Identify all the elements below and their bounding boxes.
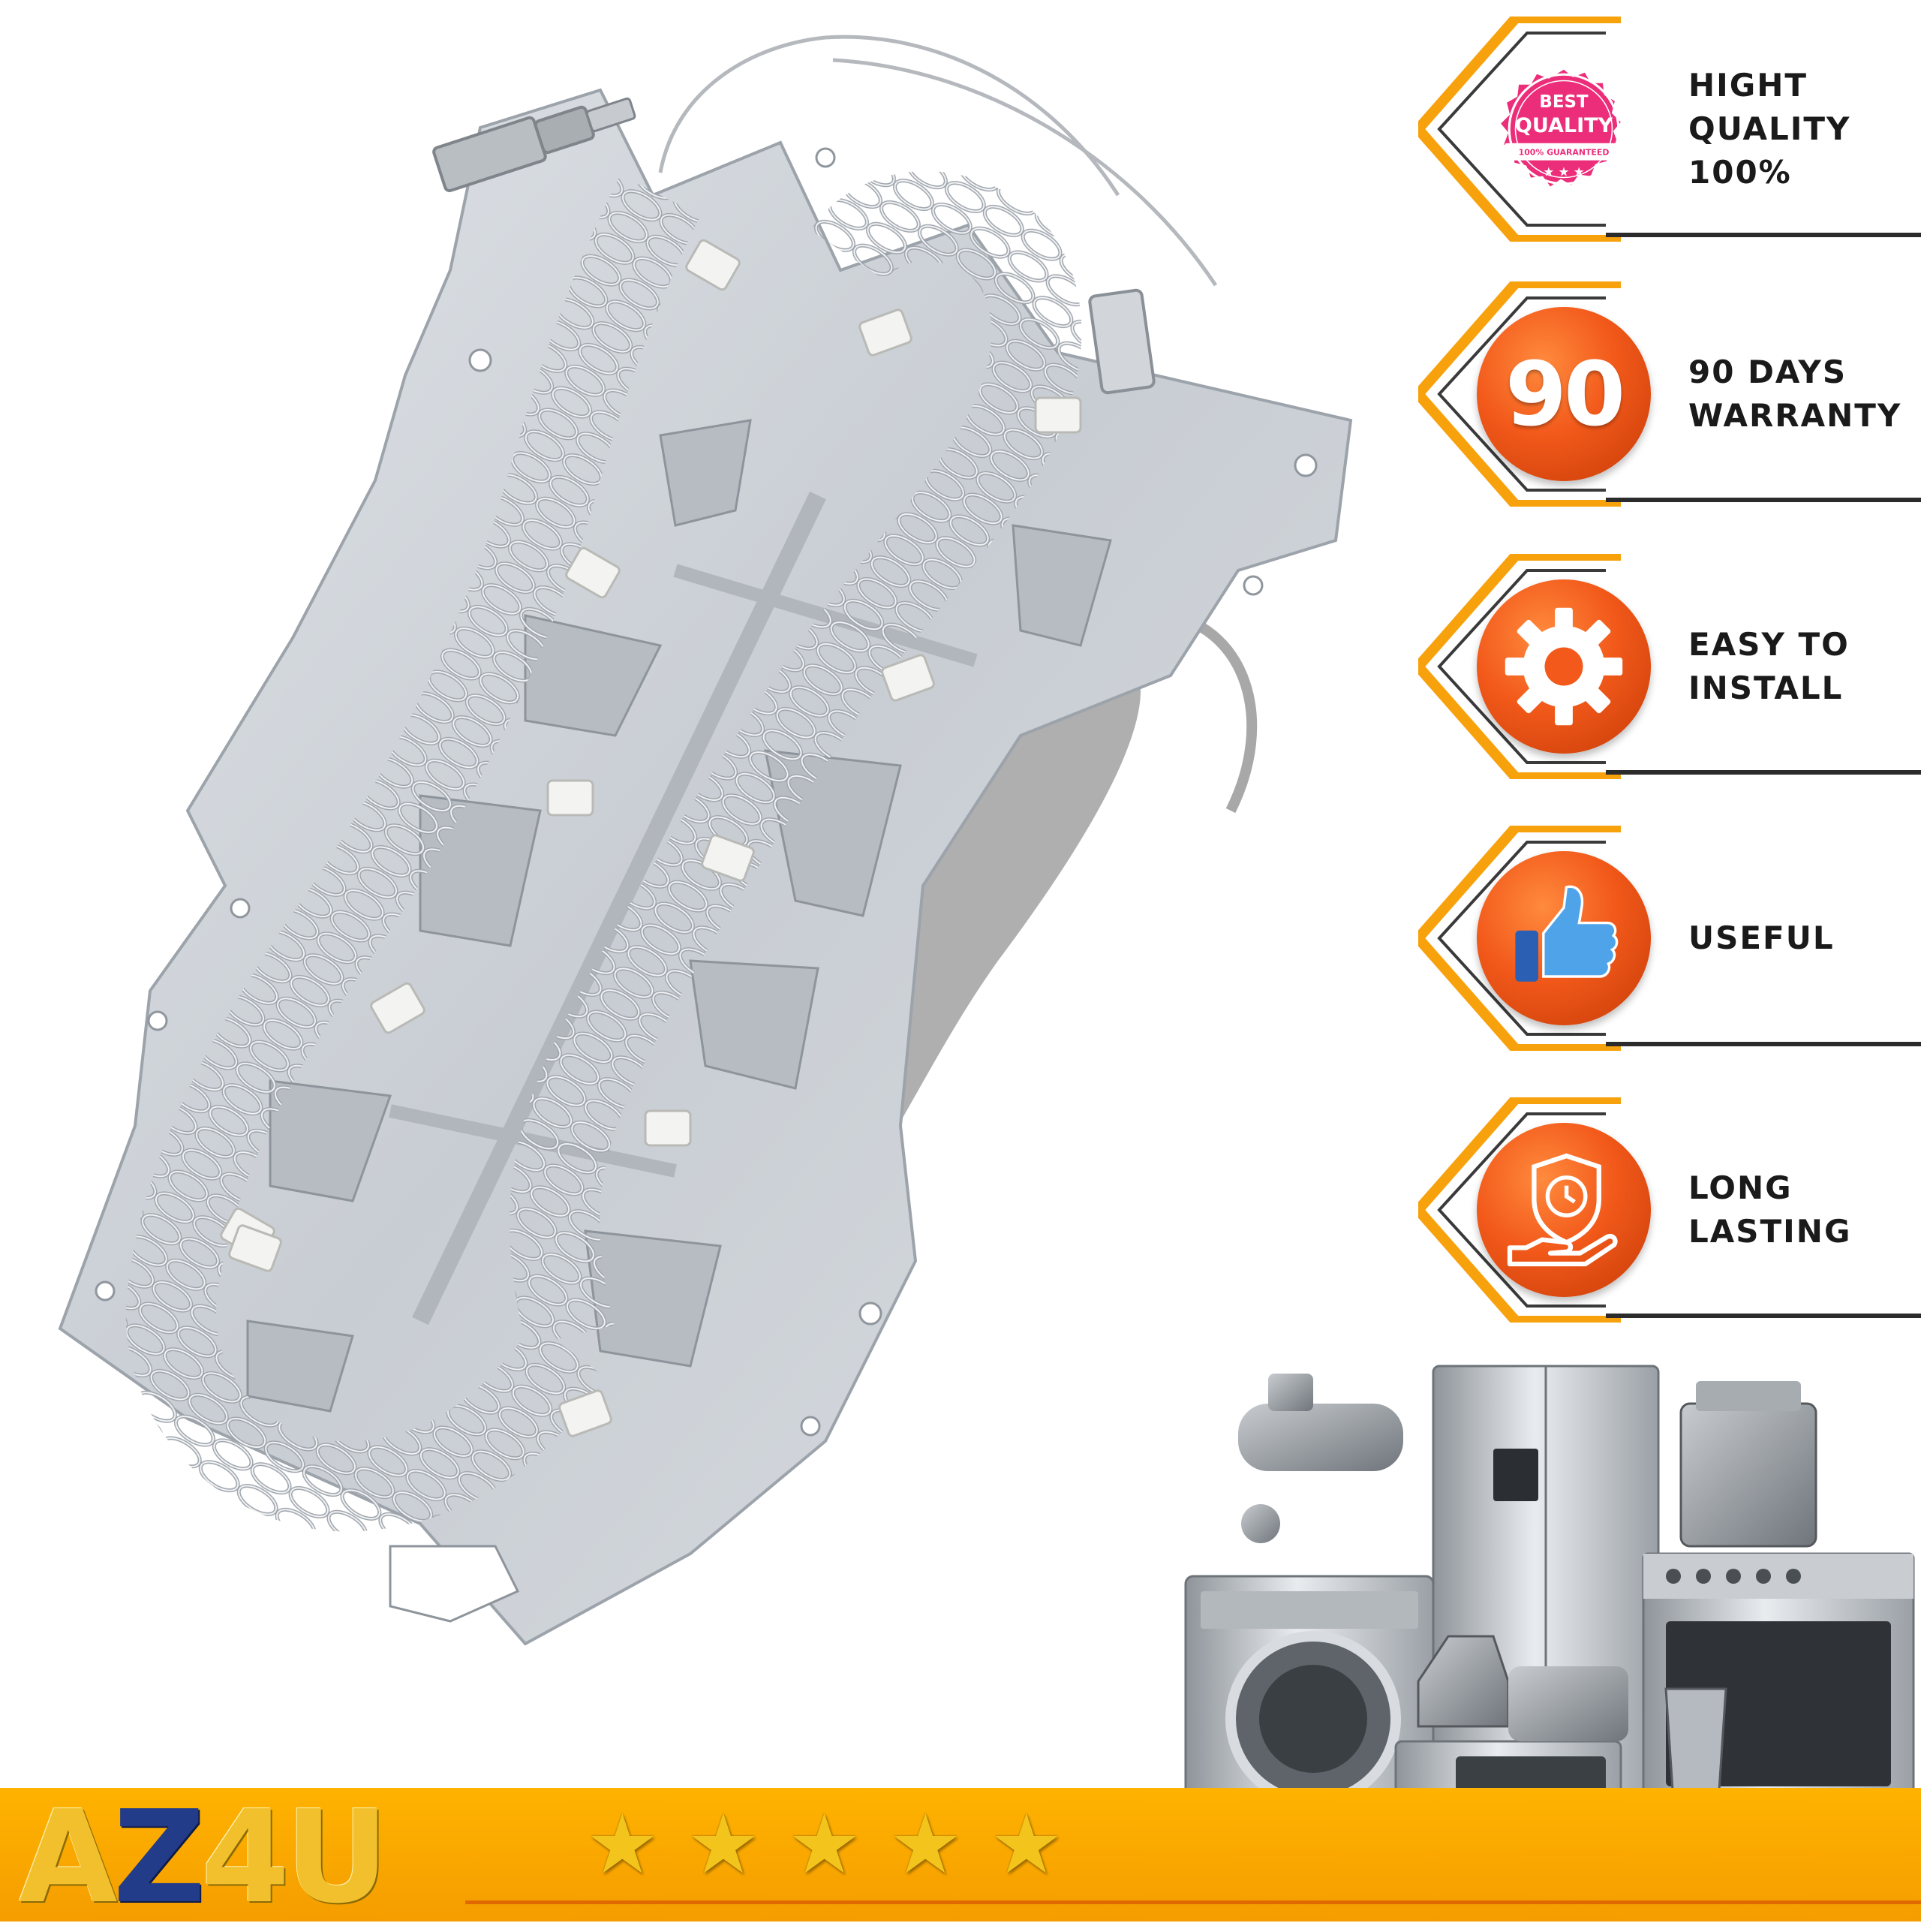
- heating-coil-right: [510, 171, 1082, 1347]
- seal-ribbon-text: 100% GUARANTEED: [1519, 147, 1610, 157]
- terminal-connector: [432, 97, 636, 193]
- blender: [1664, 1687, 1727, 1803]
- feature-label: USEFUL: [1688, 826, 1835, 1051]
- feature-label: EASY TO INSTALL: [1688, 554, 1850, 779]
- star-icon: ★: [787, 1798, 861, 1891]
- best-quality-seal-icon: BEST QUALITY 100% GUARANTEED ★ ★ ★: [1501, 69, 1624, 187]
- brand-logo-z: Z: [113, 1783, 206, 1932]
- heating-coil-left: [125, 175, 701, 1532]
- star-icon: ★: [888, 1798, 963, 1891]
- bottom-banner-rule: [465, 1900, 1921, 1904]
- feature-label-line: 90 DAYS: [1688, 354, 1847, 390]
- star-icon: ★: [585, 1798, 660, 1891]
- feature-label-line: USEFUL: [1688, 919, 1835, 956]
- feature-divider: [1606, 498, 1921, 502]
- badge-number: 90: [1505, 342, 1625, 446]
- toaster: [1508, 1666, 1628, 1741]
- feature-label-line: HIGHT: [1688, 67, 1808, 104]
- dryer-heating-element-image: [58, 35, 1353, 1646]
- star-icon: ★: [989, 1798, 1064, 1891]
- feature-label-line: 100%: [1688, 154, 1792, 191]
- brand-logo-4u: 4U: [200, 1783, 389, 1932]
- feature-divider: [1606, 233, 1921, 237]
- hex-frame: [1418, 826, 1621, 1051]
- brand-logo: AZ4U: [19, 1794, 389, 1921]
- feature-label: LONG LASTING: [1688, 1097, 1851, 1323]
- meat-grinder: [1238, 1404, 1403, 1471]
- brand-logo-a: A: [19, 1783, 118, 1932]
- feature-easy-install: EASY TO INSTALL: [1418, 554, 1921, 779]
- hex-frame: [1418, 554, 1621, 779]
- feature-divider: [1606, 1042, 1921, 1046]
- seal-stars: ★ ★ ★: [1543, 164, 1584, 179]
- coffee-machine: [1679, 1402, 1817, 1548]
- feature-label-line: WARRANTY: [1688, 397, 1902, 434]
- seal-top-text: BEST: [1539, 92, 1589, 112]
- hex-frame: [1418, 281, 1621, 507]
- feature-label: HIGHT QUALITY 100%: [1688, 17, 1850, 242]
- shield-clock-hand-icon: [1507, 1153, 1618, 1267]
- hex-frame: [1418, 17, 1621, 242]
- badge-circle: [1477, 851, 1651, 1025]
- star-icon: ★: [686, 1798, 761, 1891]
- bottom-banner: [0, 1788, 1921, 1921]
- gear-icon: [1505, 607, 1623, 726]
- feature-high-quality: BEST QUALITY 100% GUARANTEED ★ ★ ★ HIGHT…: [1418, 17, 1921, 242]
- hex-frame: [1418, 1097, 1621, 1323]
- feature-divider: [1606, 770, 1921, 775]
- badge-circle: [1477, 579, 1651, 754]
- rating-stars: ★ ★ ★ ★ ★: [585, 1800, 1063, 1890]
- feature-divider: [1606, 1314, 1921, 1318]
- thumbs-up-icon: [1515, 885, 1619, 982]
- feature-long-lasting: LONG LASTING: [1418, 1097, 1921, 1323]
- feature-useful: USEFUL: [1418, 826, 1921, 1051]
- feature-label-line: INSTALL: [1688, 670, 1844, 706]
- feature-label-line: QUALITY: [1688, 110, 1851, 147]
- badge-circle: [1477, 1123, 1651, 1297]
- feature-warranty: 90 90 DAYS WARRANTY: [1418, 281, 1921, 507]
- feature-label-line: LONG: [1688, 1169, 1793, 1206]
- feature-label: 90 DAYS WARRANTY: [1688, 281, 1901, 507]
- ninety-badge-icon: 90: [1477, 307, 1651, 481]
- feature-label-line: LASTING: [1688, 1213, 1852, 1250]
- feature-label-line: EASY TO: [1688, 626, 1850, 663]
- seal-main-text: QUALITY: [1515, 114, 1613, 137]
